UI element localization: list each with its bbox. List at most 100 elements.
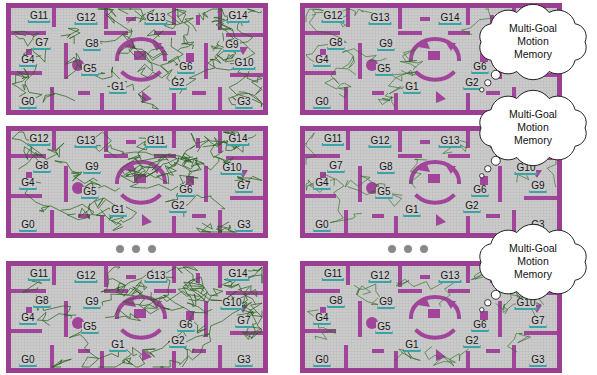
trajectory	[105, 309, 140, 320]
trajectory	[216, 9, 262, 41]
trajectory	[306, 133, 316, 165]
trajectory	[508, 333, 531, 352]
trajectory	[184, 18, 196, 35]
goal-label: G4	[20, 55, 35, 65]
goal-label: G10	[222, 298, 243, 308]
trajectory	[229, 95, 263, 108]
goal-label: G5	[376, 64, 391, 74]
goal-label: G2	[170, 201, 185, 211]
goal-label: G8	[378, 162, 393, 172]
goal-label: G4	[314, 55, 329, 65]
trajectory	[153, 334, 211, 367]
goal-label: G12	[76, 271, 97, 281]
goal-label: G6	[472, 320, 487, 330]
trajectory	[425, 347, 469, 367]
goal-label: G0	[20, 97, 35, 107]
goal-label: G13	[440, 271, 461, 281]
trajectory	[378, 93, 395, 107]
trajectory	[106, 145, 171, 161]
goal-label: G6	[178, 62, 193, 72]
thought-cloud: Multi-Goal Motion Memory	[471, 88, 595, 168]
trajectory	[400, 50, 423, 71]
thought-bubble	[480, 174, 484, 178]
maze-panel	[6, 261, 268, 373]
goal-label: G1	[404, 82, 419, 92]
maze-panel	[6, 3, 268, 115]
goal-label: G6	[472, 185, 487, 195]
goal-label: G7	[34, 38, 49, 48]
goal-label: G12	[76, 13, 97, 23]
trajectory	[192, 157, 219, 170]
goal-label: G13	[146, 271, 167, 281]
trajectory	[184, 195, 225, 217]
thought-bubble	[485, 80, 491, 86]
goal-label: G8	[328, 296, 343, 306]
goal-label: G6	[178, 185, 193, 195]
trajectory	[98, 347, 145, 367]
goal-label: G13	[440, 136, 461, 146]
goal-label: G1	[110, 340, 125, 350]
goal-label: G5	[376, 322, 391, 332]
thought-bubble	[485, 300, 491, 306]
goal-label: G11	[323, 134, 343, 144]
goal-label: G14	[228, 269, 249, 279]
trajectory	[354, 284, 380, 305]
trajectory	[79, 203, 90, 219]
trajectory	[98, 9, 130, 31]
goal-label: G2	[464, 78, 479, 88]
trajectory	[306, 14, 346, 66]
goal-label: G5	[376, 187, 391, 197]
goal-label: G1	[110, 82, 125, 92]
trajectory	[247, 71, 262, 94]
goal-label: G12	[370, 271, 391, 281]
goal-label: G14	[228, 11, 249, 21]
goal-label: G7	[530, 316, 545, 326]
goal-label: G5	[82, 187, 97, 197]
trajectory	[178, 36, 194, 51]
trajectory	[410, 159, 428, 188]
trajectory	[12, 68, 29, 96]
trajectory	[391, 72, 416, 81]
trajectory	[52, 359, 72, 367]
trajectory	[167, 9, 186, 24]
goal-label: G9	[84, 162, 99, 172]
goal-label: G13	[146, 13, 167, 23]
goal-label: G0	[20, 220, 35, 230]
goal-label: G11	[323, 269, 343, 279]
goal-label: G8	[84, 39, 99, 49]
goal-label: G12	[323, 11, 344, 21]
goal-label: G2	[170, 78, 185, 88]
goal-label: G4	[314, 313, 329, 323]
goal-label: G1	[404, 340, 419, 350]
trajectory	[61, 204, 94, 220]
trajectory	[129, 46, 168, 60]
trajectory	[203, 137, 225, 157]
goal-label: G4	[314, 178, 329, 188]
trajectory	[138, 47, 169, 78]
goal-label: G5	[82, 64, 97, 74]
trajectory	[161, 38, 184, 82]
goal-label: G9	[224, 40, 239, 50]
trajectory	[123, 291, 190, 308]
goal-label: G1	[404, 205, 419, 215]
goal-label: G8	[328, 38, 343, 48]
trajectory	[100, 206, 136, 225]
goal-label: G3	[530, 355, 545, 365]
maze-panel	[6, 126, 268, 238]
goal-label: G13	[76, 136, 97, 146]
goal-label: G4	[20, 178, 35, 188]
goal-label: G14	[228, 134, 249, 144]
trajectory	[306, 174, 334, 192]
goal-label: G9	[84, 297, 99, 307]
goal-label: G6	[178, 320, 193, 330]
goal-label: G6	[472, 62, 487, 72]
goal-label: G12	[29, 134, 50, 144]
goal-label: G5	[82, 322, 97, 332]
trajectory	[191, 133, 209, 152]
goal-label: G9	[378, 39, 393, 49]
trajectory	[307, 310, 335, 339]
trajectory	[216, 225, 237, 232]
trajectory	[61, 28, 80, 44]
trajectory	[183, 287, 222, 301]
trajectory	[126, 155, 193, 177]
